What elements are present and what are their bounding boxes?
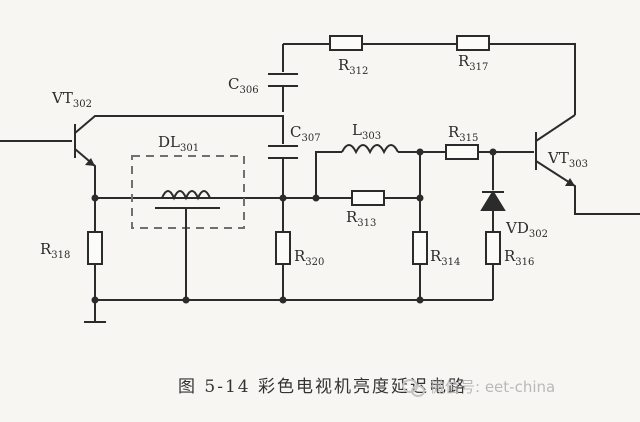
label-vt303: VT303: [547, 149, 588, 170]
label-c307: C307: [290, 123, 321, 144]
label-r313: R313: [346, 208, 376, 229]
watermark-text: 微信号: eet-china: [430, 378, 556, 396]
resistor-r314: [412, 231, 428, 265]
resistor-r318: [87, 231, 103, 265]
label-r317: R317: [458, 52, 488, 73]
dl301-box: [131, 155, 245, 229]
resistor-r315: [445, 144, 479, 160]
label-r312: R312: [338, 56, 368, 77]
node: [416, 296, 424, 304]
inductor-l303: [341, 144, 399, 155]
label-vt302: VT302: [51, 89, 92, 110]
wechat-icon: [402, 379, 425, 397]
resistor-r312: [329, 35, 363, 51]
label-r320: R320: [294, 247, 324, 268]
label-r318: R318: [40, 240, 70, 261]
vt302-emitter-wire: [74, 148, 96, 198]
vt303-collector-wire: [535, 114, 576, 142]
vt302-emitter-arrow: [85, 158, 95, 166]
vt303-emitter-wire: [535, 160, 640, 215]
dl301-coil: [161, 190, 211, 201]
resistor-r317: [456, 35, 490, 51]
figure-caption: 图 5-14 彩色电视机亮度延迟电路: [178, 377, 467, 397]
label-r314: R314: [430, 247, 460, 268]
resistor-r313: [351, 190, 385, 206]
node: [182, 296, 190, 304]
node: [279, 296, 287, 304]
label-vd302: VD302: [505, 219, 548, 240]
label-r315: R315: [448, 123, 478, 144]
resistor-r316: [485, 231, 501, 265]
vt303-emitter-arrow: [565, 178, 575, 186]
capacitor-c307: [268, 145, 298, 159]
label-r316: R316: [504, 247, 534, 268]
label-c306: C306: [228, 75, 259, 96]
capacitor-c306: [268, 73, 298, 87]
node: [91, 296, 99, 304]
label-dl301: DL301: [158, 133, 199, 154]
watermark: 微信号: eet-china: [402, 376, 555, 397]
vt302-collector-wire: [74, 115, 284, 144]
diode-vd302: [480, 190, 506, 211]
resistor-r320: [275, 231, 291, 265]
l303-left-wire: [315, 151, 342, 198]
top-wire: [282, 43, 576, 115]
label-l303: L303: [352, 121, 381, 142]
resistor-leads: [94, 198, 494, 322]
